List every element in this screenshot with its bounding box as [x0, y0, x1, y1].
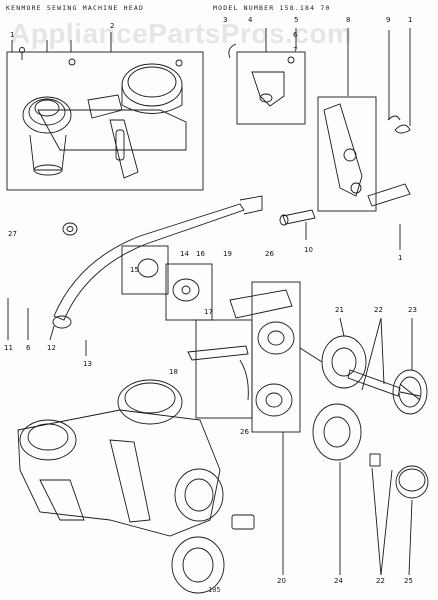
callout-7: 7: [293, 46, 297, 54]
assembly-box-17: [165, 263, 213, 321]
callout-12: 12: [47, 344, 56, 352]
diagram-title: KENMORE SEWING MACHINE HEAD: [6, 4, 145, 12]
model-number: MODEL NUMBER 158.184 70: [213, 4, 331, 12]
callout-11: 11: [4, 344, 13, 352]
zigzag-link: [109, 119, 139, 179]
callout-21: 21: [335, 306, 344, 314]
callout-8: 8: [346, 16, 350, 24]
watermark: AppliancePartsPros.com: [10, 18, 353, 49]
machine-head-body: [17, 409, 221, 537]
tension-disc-assembly: [22, 96, 72, 134]
cap-25: [395, 465, 429, 499]
callout-9-top: 9: [386, 16, 390, 24]
callout-6-top: 6: [293, 31, 298, 39]
callout-27: 27: [8, 230, 17, 238]
callout-13: 13: [83, 360, 92, 368]
callout-20: 20: [277, 577, 286, 585]
feed-bar: [53, 203, 245, 321]
callout-14: 14: [180, 250, 189, 258]
assembly-box-8: [317, 96, 377, 212]
machine-cam-stack: [117, 379, 183, 425]
callout-22-bottom: 22: [376, 577, 385, 585]
callout-2: 2: [110, 22, 114, 30]
callout-4: 4: [248, 16, 253, 24]
assembly-box-2: [6, 51, 204, 191]
roller-27: [62, 222, 78, 236]
shaft-22: [347, 369, 401, 397]
feed-cam-arm: [323, 103, 363, 197]
cam-24: [312, 403, 362, 461]
callout-18: 18: [169, 368, 178, 376]
callout-26: 26: [265, 250, 274, 258]
machine-tension-disc: [19, 419, 77, 461]
shaft-10: [282, 209, 316, 225]
callout-3: 3: [223, 16, 227, 24]
spring-9: [394, 124, 411, 134]
callout-1-right: 1: [398, 254, 402, 262]
callout-labels: 1 2 3 4 5 6 7 8 9 1 10 1 11 6 12 13 14 1…: [4, 16, 417, 585]
base-plate: [37, 109, 187, 151]
cam-21: [321, 335, 367, 389]
lever-bracket: [251, 71, 285, 107]
assembly-box-15: [121, 245, 169, 295]
machine-cam-lower: [171, 536, 225, 594]
callout-25: 25: [404, 577, 413, 585]
machine-cam-front: [174, 468, 224, 522]
assembly-box-4: [236, 51, 306, 125]
cam-stack: [121, 63, 183, 107]
callout-24: 24: [334, 577, 343, 585]
callout-16: 16: [196, 250, 205, 258]
callout-19: 19: [223, 250, 232, 258]
callout-23: 23: [408, 306, 417, 314]
callout-5: 5: [294, 16, 298, 24]
callout-10: 10: [304, 246, 313, 254]
screw-22: [369, 453, 381, 467]
callout-26-lower: 26: [240, 428, 249, 436]
knob-23: [392, 369, 428, 415]
callout-17: 17: [204, 308, 213, 316]
callout-15: 15: [130, 266, 139, 274]
assembly-box-20a: [195, 319, 253, 419]
callout-1-top: 1: [408, 16, 412, 24]
page-number: 105: [208, 586, 221, 594]
assembly-box-20b: [251, 281, 301, 433]
callout-6: 6: [26, 344, 31, 352]
callout-22-top: 22: [374, 306, 383, 314]
callout-1: 1: [10, 31, 14, 39]
